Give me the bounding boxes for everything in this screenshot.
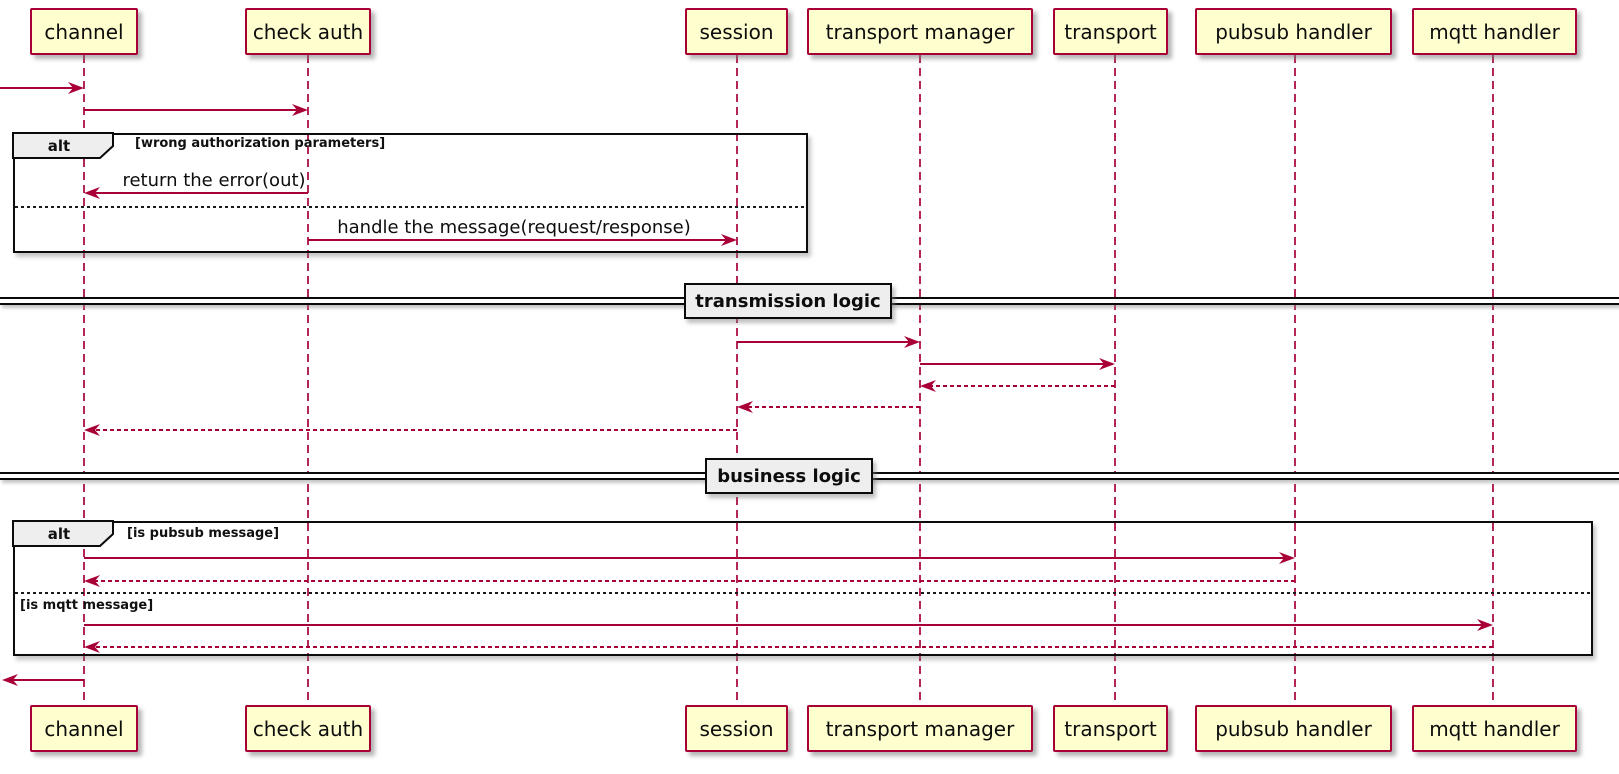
fragment-guard: [wrong authorization parameters] xyxy=(135,136,386,151)
participant-bottom-mqtt-handler: mqtt handler xyxy=(1412,705,1577,752)
fragment-else-divider xyxy=(15,592,1591,594)
arrowhead-session-to-transport-manager xyxy=(904,336,920,348)
arrowhead-mqtt-handler-return-to-channel xyxy=(84,641,100,653)
arrowhead-channel-to-check-auth xyxy=(292,104,308,116)
arrowhead-transport-manager-return-to-session xyxy=(737,401,753,413)
participant-label: pubsub handler xyxy=(1215,19,1372,44)
participant-top-pubsub-handler: pubsub handler xyxy=(1195,8,1392,55)
participant-bottom-channel: channel xyxy=(30,705,138,752)
fragment-operator-tab xyxy=(12,520,115,548)
participant-label: check auth xyxy=(252,19,364,44)
arrowhead-response-out xyxy=(2,674,18,686)
arrowhead-transport-manager-to-transport xyxy=(1099,358,1115,370)
participant-label: mqtt handler xyxy=(1429,19,1560,44)
participant-bottom-pubsub-handler: pubsub handler xyxy=(1195,705,1392,752)
participant-bottom-transport-manager: transport manager xyxy=(807,705,1033,752)
participant-top-mqtt-handler: mqtt handler xyxy=(1412,8,1577,55)
message-label-return-the-error: return the error(out) xyxy=(122,170,306,191)
participant-label: pubsub handler xyxy=(1215,716,1372,741)
participant-bottom-transport: transport xyxy=(1053,705,1168,752)
operator-pentagon xyxy=(12,132,115,160)
participant-top-channel: channel xyxy=(30,8,138,55)
operator-pentagon xyxy=(12,520,115,548)
arrowhead-channel-to-mqtt-handler xyxy=(1477,619,1493,631)
arrowhead-channel-to-pubsub-handler xyxy=(1279,552,1295,564)
fragment-alt-authorization: alt xyxy=(12,132,808,253)
participant-bottom-session: session xyxy=(685,705,788,752)
arrowhead-return-the-error xyxy=(84,187,100,199)
participant-label: transport manager xyxy=(825,19,1015,44)
divider-label-0: transmission logic xyxy=(684,283,892,319)
participant-top-transport: transport xyxy=(1053,8,1168,55)
participant-bottom-check-auth: check auth xyxy=(245,705,371,752)
arrowhead-pubsub-handler-return-to-channel xyxy=(84,575,100,587)
divider-label-text: business logic xyxy=(717,465,861,487)
participant-label: mqtt handler xyxy=(1429,716,1560,741)
arrowhead-session-return-to-channel xyxy=(84,424,100,436)
message-label-handle-the-message: handle the message(request/response) xyxy=(337,217,691,238)
participant-label: transport xyxy=(1064,716,1157,741)
fragment-alt-message-routing: alt xyxy=(12,520,1593,656)
participant-top-check-auth: check auth xyxy=(245,8,371,55)
divider-label-text: transmission logic xyxy=(695,290,881,312)
participant-label: check auth xyxy=(252,716,364,741)
fragment-operator-label: alt xyxy=(47,525,71,543)
participant-label: transport manager xyxy=(825,716,1015,741)
participant-label: session xyxy=(699,716,774,741)
fragment-else-divider xyxy=(15,206,806,208)
fragment-guard: [is mqtt message] xyxy=(20,598,154,613)
arrowhead-transport-return-to-transport-manager xyxy=(920,380,936,392)
participant-label: transport xyxy=(1064,19,1157,44)
fragment-operator-tab xyxy=(12,132,115,160)
participant-label: channel xyxy=(44,19,124,44)
fragment-guard: [is pubsub message] xyxy=(127,526,280,541)
arrowhead-handle-the-message xyxy=(721,234,737,246)
participant-label: channel xyxy=(44,716,124,741)
participant-label: session xyxy=(699,19,774,44)
participant-top-session: session xyxy=(685,8,788,55)
divider-label-1: business logic xyxy=(705,458,873,494)
participant-top-transport-manager: transport manager xyxy=(807,8,1033,55)
fragment-operator-label: alt xyxy=(47,137,71,155)
arrowhead-request-in xyxy=(68,82,84,94)
